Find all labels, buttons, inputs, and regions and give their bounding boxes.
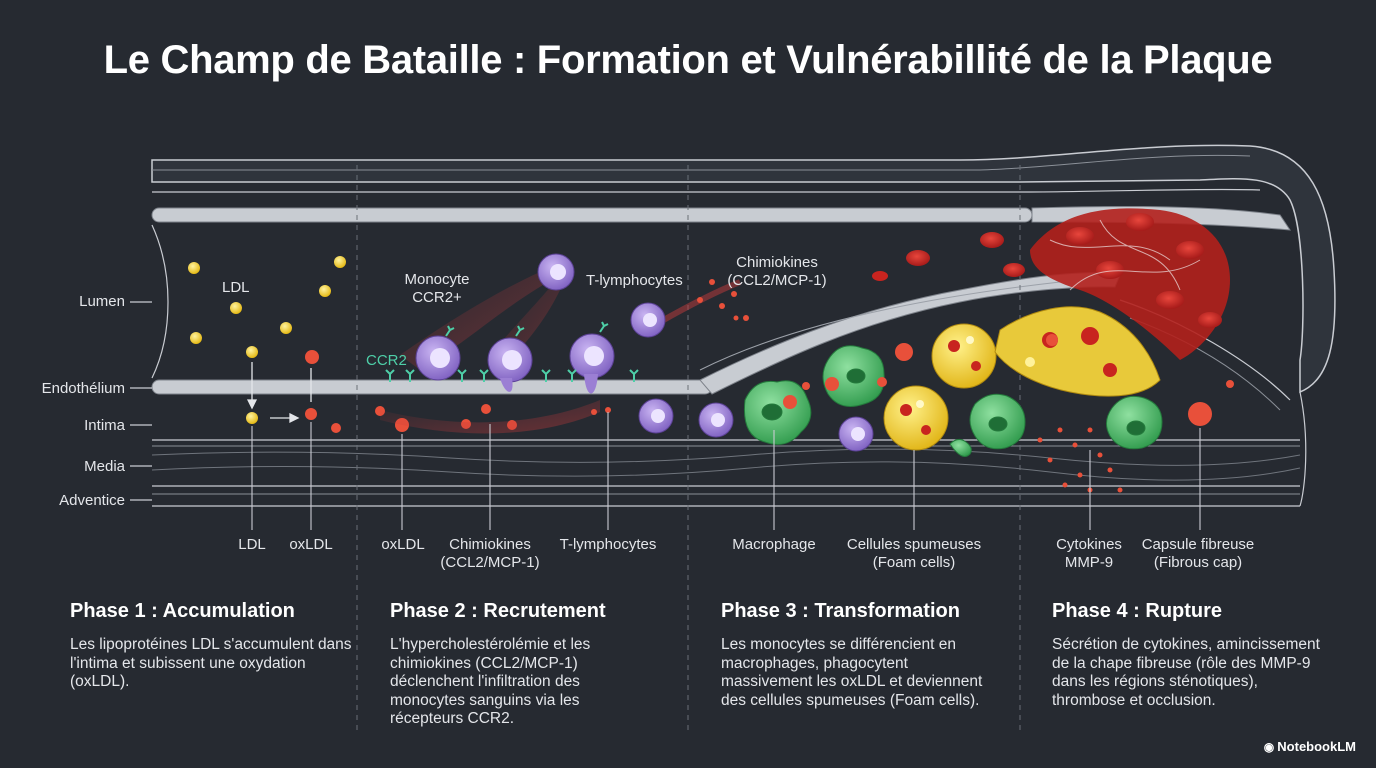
phase-4-text: Sécrétion de cytokines, amincissement de…	[1052, 636, 1320, 709]
label-ccr2: CCR2	[366, 352, 407, 369]
ccr2-receptors	[385, 321, 639, 382]
bottom-label-ldl: LDL	[238, 536, 266, 553]
label-monocyte: Monocyte CCR2+	[404, 271, 470, 306]
ldl-particles	[188, 256, 346, 424]
bottom-label-macrophage: Macrophage	[732, 536, 816, 553]
bottom-label-t-lymphocytes: T-lymphocytes	[559, 536, 657, 553]
label-t-lymphocytes: T-lymphocytes	[586, 272, 683, 289]
layer-brackets	[130, 224, 169, 501]
lipid-core	[994, 306, 1161, 397]
layer-label-lumen: Lumen	[79, 293, 125, 310]
cytokine-dots	[1037, 427, 1123, 493]
phase-1-text: Les lipoprotéines LDL s'accumulent dans …	[70, 636, 352, 690]
bottom-label-oxldl-1: oxLDL	[289, 536, 333, 553]
phase-3-title: Phase 3 : Transformation	[721, 600, 960, 622]
phase-dividers	[356, 165, 1021, 735]
layer-label-endothelium: Endothélium	[41, 380, 125, 397]
bottom-label-cytokines: Cytokines MMP-9	[1056, 536, 1122, 571]
vessel-wall-bottom	[151, 272, 1307, 507]
phase-4-title: Phase 4 : Rupture	[1052, 600, 1223, 622]
bottom-label-foam-cells: Cellules spumeuses (Foam cells)	[846, 536, 982, 571]
macrophage-cells	[743, 345, 1163, 457]
bottom-label-oxldl-2: oxLDL	[381, 536, 425, 553]
phase-3-text: Les monocytes se différencient en macrop…	[721, 636, 983, 709]
monocyte-cells	[415, 253, 874, 452]
layer-label-adventice: Adventice	[59, 492, 125, 509]
layer-label-media: Media	[84, 458, 125, 475]
chemokine-dots	[591, 279, 749, 415]
layer-label-intima: Intima	[84, 417, 125, 434]
phase-2-text: L'hypercholestérolémie et les chimiokine…	[390, 636, 591, 727]
oxldl-stars	[783, 334, 1234, 426]
label-chemokines: Chimiokines (CCL2/MCP-1)	[727, 254, 827, 289]
transition-arrows	[246, 362, 312, 424]
brand-logo: ◉NotebookLM	[1264, 739, 1356, 754]
page-title: Le Champ de Bataille : Formation et Vuln…	[103, 38, 1273, 82]
thrombus	[872, 208, 1230, 360]
phase-2-title: Phase 2 : Recrutement	[390, 600, 606, 622]
label-ldl-lumen: LDL	[222, 279, 250, 296]
phase-1-title: Phase 1 : Accumulation	[70, 600, 295, 622]
label-leaders	[251, 412, 1201, 530]
brand-label: NotebookLM	[1277, 739, 1356, 754]
bottom-label-fibrous-cap: Capsule fibreuse (Fibrous cap)	[1141, 536, 1255, 571]
notebooklm-icon: ◉	[1263, 740, 1275, 754]
bottom-label-chemokines: Chimiokines (CCL2/MCP-1)	[440, 536, 540, 571]
foam-cells	[883, 323, 997, 451]
